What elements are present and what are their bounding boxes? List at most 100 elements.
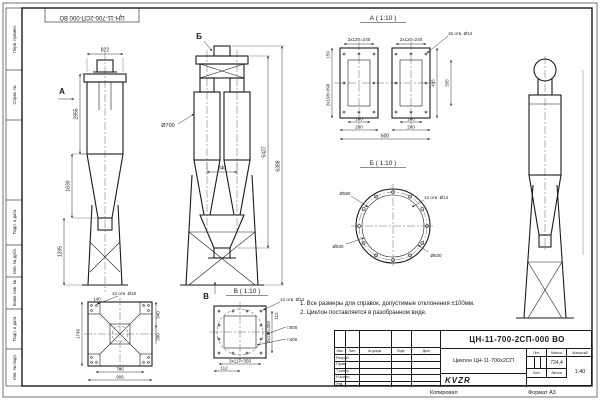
dim-112-right: 112 (274, 312, 279, 320)
dim-d630: Ø630 (430, 253, 442, 258)
margin-labels: Перв. примен. Справ. № Подп. и дата Инв.… (12, 14, 125, 380)
note-line-1: 1. Все размеры для справок, допустимые о… (300, 301, 475, 307)
tb-sheet-label: Лист (527, 369, 547, 378)
view-arrow-label-b: Б (196, 32, 202, 41)
tb-vline (345, 331, 346, 387)
dim-6388: 6388 (276, 160, 282, 171)
dim-906: 906 (116, 375, 124, 380)
tb-vline (411, 331, 412, 387)
tb-mass-value: 724,4 (547, 357, 567, 369)
dim-d590: Ø590 (339, 191, 351, 196)
note-line-2: 2. Циклон поставляется в разобранном вид… (300, 310, 427, 316)
tb-hline (335, 347, 441, 348)
dim-240-left: 2x120=240 (348, 37, 371, 42)
tb-left-part (335, 331, 441, 387)
tb-hline (335, 367, 441, 369)
tb-col-scale: Масштаб (567, 349, 593, 357)
dim-335: 335 (445, 79, 450, 87)
dim-1205: 1205 (58, 246, 64, 257)
margin-label: Перв. примен. (12, 25, 17, 53)
title-block: Изм. Лист № докум. Подп. Дата Разраб. Пр… (334, 330, 593, 387)
margin-label: Подп. и дата (12, 209, 17, 234)
dim-159: 159 (326, 51, 331, 59)
detail-a: А ( 1:10 ) 2x120=240 2x120=240 16 отв. Ø… (326, 15, 473, 140)
dim-1746: 1746 (76, 328, 81, 339)
view-side: А 822 2955 1630 1205 (58, 48, 128, 292)
tb-sheets-label: Листов (547, 369, 567, 378)
top-stamp-text: ЦН-11-700-2СП-000 ВО (59, 14, 124, 20)
tb-row-utv: Утв. (336, 381, 344, 386)
tb-logo-cell: KVZR (441, 373, 527, 387)
tb-vline (359, 331, 360, 387)
tb-col-mass: Масса (547, 349, 567, 357)
tb-vline (540, 357, 542, 369)
dim-280-right: 280 (407, 125, 415, 130)
dim-5427: 5427 (262, 146, 268, 157)
company-logo: KVZR (445, 376, 471, 385)
dim-square-400: □400 (287, 337, 298, 342)
dim-240-right: 2x120=240 (400, 37, 423, 42)
dim-280-left: 280 (355, 125, 363, 130)
view-base: 12 отв. Ø18 140 340 200 1746 706 906 (76, 291, 161, 381)
detail-b-title: Б ( 1:10 ) (370, 160, 397, 167)
dim-350-bottom: 3x117=350 (229, 359, 252, 364)
tb-header-list: Лист (348, 348, 356, 353)
tb-hline (335, 374, 441, 375)
tb-header-docnum: № докум. (367, 348, 382, 353)
tb-col-lit: Лит. (527, 349, 547, 357)
detail-v-title: В ( 1:10 ) (234, 288, 261, 295)
footer-format: Формат А3 (528, 390, 556, 396)
dim-180-right: 180 (407, 117, 415, 122)
tb-vline (533, 357, 535, 369)
dim-706: 706 (116, 367, 124, 372)
bolt-holes-a (342, 52, 428, 114)
margin-label: Подп. и дата (12, 316, 17, 341)
tb-name: Циклон ЦН-11-700х2СП (441, 349, 527, 373)
margin-label: Взам. инв. № (12, 280, 17, 306)
tb-designation: ЦН-11-700-2СП-000 ВО (441, 331, 593, 349)
tb-header-izm: Изм. (336, 348, 344, 353)
dim-140: 140 (93, 297, 101, 302)
holes-note-base: 12 отв. Ø18 (112, 291, 137, 296)
tb-lit-cell (527, 357, 547, 369)
dim-340: 340 (156, 311, 161, 319)
margin-label: Инв. № подл. (12, 354, 17, 380)
dim-d700: Ø700 (161, 123, 174, 129)
tb-scale-value: 1:40 (574, 369, 586, 375)
view-front: Б В Ø700 840 5427 6388 (161, 32, 284, 301)
margin-label: Справ. № (12, 85, 17, 105)
dim-435: 435 (431, 79, 436, 87)
tb-hline (335, 361, 441, 362)
view-arrow-label-a: А (59, 87, 65, 96)
footer-copied: Копировал (430, 390, 458, 396)
dim-822: 822 (101, 48, 110, 54)
detail-b: Б ( 1:10 ) Ø590 Ø530 Ø630 12 отв. Ø14 (332, 160, 449, 268)
tb-row-razrab: Разраб. (336, 355, 350, 360)
detail-a-title: А ( 1:10 ) (370, 15, 397, 22)
tb-header-podp: Подп. (396, 348, 406, 353)
view-assembled (516, 56, 584, 319)
bolt-holes-b (357, 190, 429, 262)
dim-1630: 1630 (66, 180, 72, 191)
dim-square-500: □500 (287, 325, 298, 330)
tb-header-data: Дата (422, 348, 430, 353)
tb-vline (391, 331, 392, 387)
bolt-holes-v (217, 309, 263, 355)
tb-row-prov: Пров. (336, 362, 347, 367)
holes-note-a: 16 отв. Ø14 (448, 31, 473, 36)
dim-200: 200 (156, 333, 161, 341)
tb-row-tkontr: Т.контр. (336, 368, 350, 373)
dim-600: 600 (381, 134, 390, 140)
bolt-holes-base (90, 304, 150, 364)
margin-label: Инв. № дубл. (12, 248, 17, 274)
dim-180-left: 180 (355, 117, 363, 122)
dim-2955: 2955 (74, 108, 80, 119)
detail-v: В ( 1:10 ) 12 отв. Ø14 3x117=350 112 3x1… (210, 288, 305, 372)
dim-840: 840 (218, 166, 227, 172)
dim-396: 2x198=396 (326, 83, 331, 106)
holes-note-b: 12 отв. Ø14 (424, 195, 449, 200)
notes: 1. Все размеры для справок, допустимые о… (300, 301, 475, 316)
dim-112-bottom: 112 (220, 366, 228, 371)
